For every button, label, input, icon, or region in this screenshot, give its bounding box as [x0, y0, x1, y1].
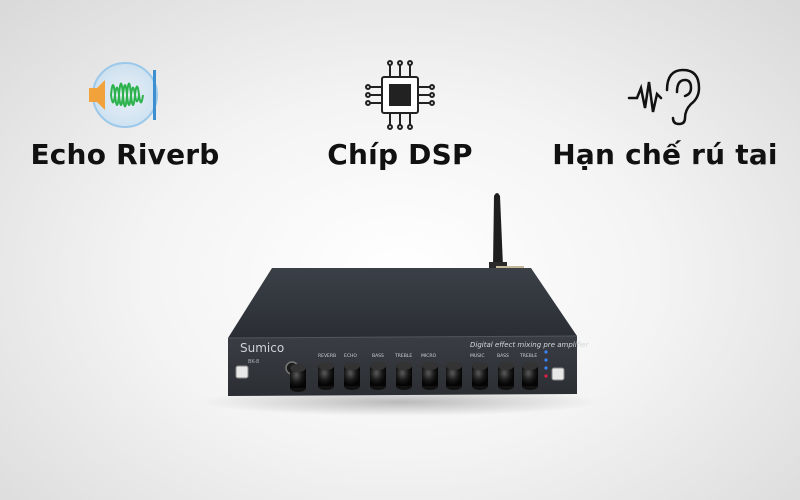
antenna: [489, 193, 524, 274]
mode-button[interactable]: [551, 367, 565, 381]
knob[interactable]: [290, 364, 306, 392]
feature-anti-feedback: Hạn chế rú tai: [535, 60, 795, 171]
model-label: BK-8: [248, 359, 259, 365]
knob-label: MICRO: [421, 353, 436, 359]
knob[interactable]: [370, 362, 386, 390]
feature-label: Echo Riverb: [30, 138, 220, 171]
knob[interactable]: [422, 362, 438, 390]
knob[interactable]: [396, 362, 412, 390]
knob-row: [290, 362, 538, 392]
feature-echo-riverb: Echo Riverb: [0, 60, 255, 171]
knob-label: BASS: [497, 353, 509, 359]
description-label: Digital effect mixing pre amplifier: [470, 341, 589, 349]
knob-label: TREBLE: [394, 353, 412, 359]
knob-label: MUSIC: [470, 353, 485, 359]
knob-label: ECHO: [344, 353, 357, 359]
chip-icon: [270, 60, 530, 130]
knob[interactable]: [446, 362, 462, 390]
knob[interactable]: [498, 362, 514, 390]
feature-dsp-chip: Chíp DSP: [270, 60, 530, 171]
power-button[interactable]: [235, 365, 249, 379]
knob[interactable]: [344, 362, 360, 390]
ear-icon: [535, 60, 795, 130]
knob[interactable]: [318, 362, 334, 390]
feature-label: Hạn chế rú tai: [552, 138, 778, 171]
knob[interactable]: [522, 362, 538, 390]
brand-label: Sumico: [240, 341, 284, 355]
feature-label: Chíp DSP: [327, 138, 473, 171]
knob-label: REVERB: [318, 353, 336, 359]
knob-label: BASS: [372, 353, 384, 359]
knob[interactable]: [472, 362, 488, 390]
indicator-leds: [544, 350, 548, 378]
sound-wave-icon: [0, 60, 255, 130]
knob-label: TREBLE: [519, 353, 537, 359]
